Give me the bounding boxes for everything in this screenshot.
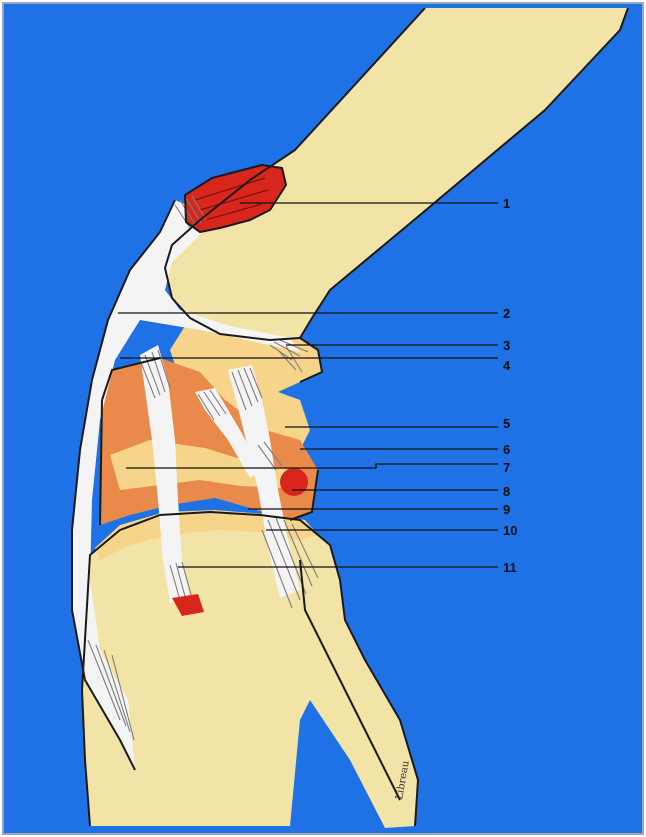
- label-8: 8: [503, 484, 510, 499]
- label-3: 3: [503, 338, 510, 353]
- label-6: 6: [503, 442, 510, 457]
- label-4: 4: [503, 358, 511, 373]
- label-11: 11: [503, 560, 517, 575]
- label-5: 5: [503, 416, 510, 431]
- label-10: 10: [503, 523, 517, 538]
- label-2: 2: [503, 306, 510, 321]
- label-1: 1: [503, 196, 510, 211]
- label-7: 7: [503, 460, 510, 475]
- label-9: 9: [503, 502, 510, 517]
- ligament-cross-section: [280, 468, 308, 496]
